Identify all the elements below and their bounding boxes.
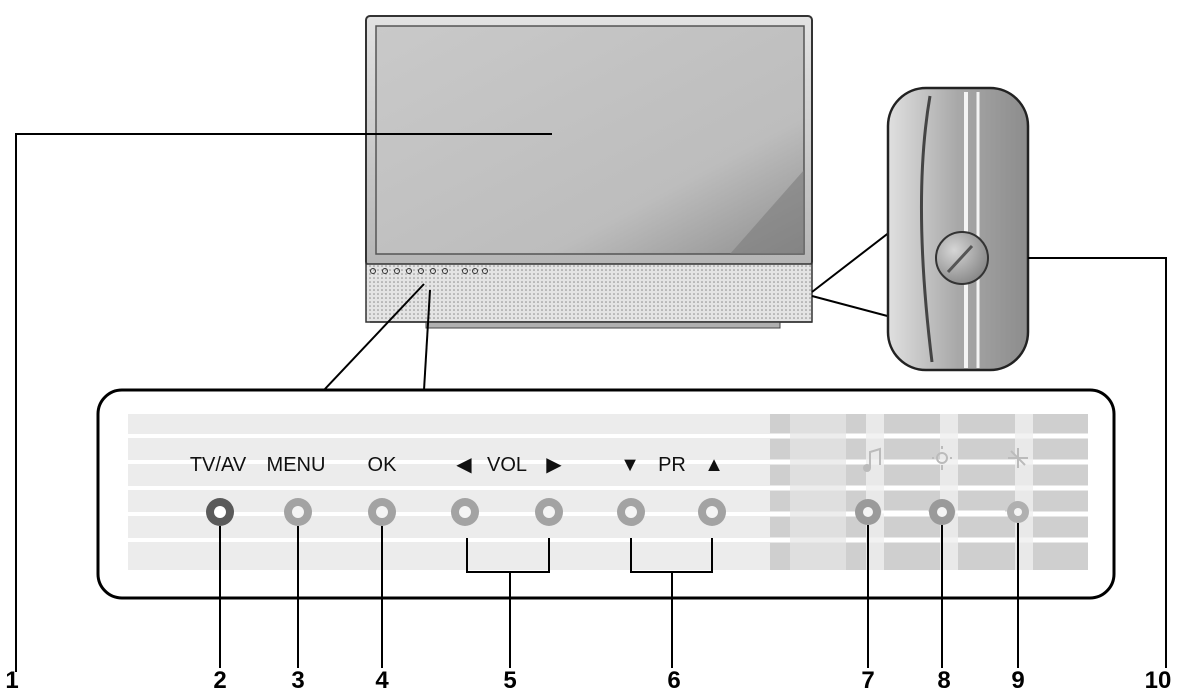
vol-up-arrow: ▶ bbox=[546, 454, 562, 476]
zoom-leader-left bbox=[323, 283, 425, 391]
television bbox=[365, 15, 813, 329]
leader-lines bbox=[15, 133, 1167, 672]
vol-down-arrow: ◀ bbox=[456, 454, 472, 476]
indicator-8 bbox=[929, 499, 955, 525]
tv-stand-lip bbox=[425, 321, 781, 329]
tv-av-button[interactable] bbox=[206, 498, 234, 526]
menu-button[interactable] bbox=[284, 498, 312, 526]
pr-up-button[interactable] bbox=[698, 498, 726, 526]
front-mini-buttons bbox=[370, 268, 488, 274]
callout-3: 3 bbox=[291, 667, 304, 691]
callout-9: 9 bbox=[1011, 667, 1024, 691]
ok-button[interactable] bbox=[368, 498, 396, 526]
power-switch-panel bbox=[886, 86, 1030, 372]
callout-2: 2 bbox=[213, 667, 226, 691]
tv-screen bbox=[375, 25, 805, 255]
pr-down-button[interactable] bbox=[617, 498, 645, 526]
pr-up-arrow: ▲ bbox=[704, 454, 724, 476]
callout-5: 5 bbox=[503, 667, 516, 691]
callout-8: 8 bbox=[937, 667, 950, 691]
zoom-leader-right bbox=[423, 289, 431, 391]
lamp-icon bbox=[932, 446, 952, 470]
vol-bracket bbox=[466, 538, 550, 573]
menu-label: MENU bbox=[267, 454, 326, 476]
vol-label: VOL bbox=[487, 454, 527, 476]
pr-label: PR bbox=[658, 454, 686, 476]
indicator-7 bbox=[855, 499, 881, 525]
callout-1: 1 bbox=[5, 667, 18, 691]
ok-label: OK bbox=[368, 454, 398, 476]
vol-down-button[interactable] bbox=[451, 498, 479, 526]
callout-6: 6 bbox=[667, 667, 680, 691]
callout-4: 4 bbox=[375, 667, 389, 691]
power-switch-zoom bbox=[811, 86, 1030, 372]
speaker-grille bbox=[365, 263, 813, 323]
pr-down-arrow: ▼ bbox=[620, 454, 640, 476]
callout-10: 10 bbox=[1145, 667, 1172, 691]
music-note-icon bbox=[863, 447, 881, 472]
callout-7: 7 bbox=[861, 667, 874, 691]
vol-up-button[interactable] bbox=[535, 498, 563, 526]
callout-numbers: 1 2 3 4 5 6 7 8 9 10 bbox=[5, 667, 1171, 691]
star-icon bbox=[1008, 448, 1028, 468]
tv-av-label: TV/AV bbox=[190, 454, 247, 476]
indicator-9 bbox=[1007, 501, 1029, 523]
screen-reflection bbox=[730, 170, 804, 254]
control-panel-zoom: TV/AV MENU OK ◀ VOL ▶ ▼ PR ▲ bbox=[96, 283, 1116, 600]
